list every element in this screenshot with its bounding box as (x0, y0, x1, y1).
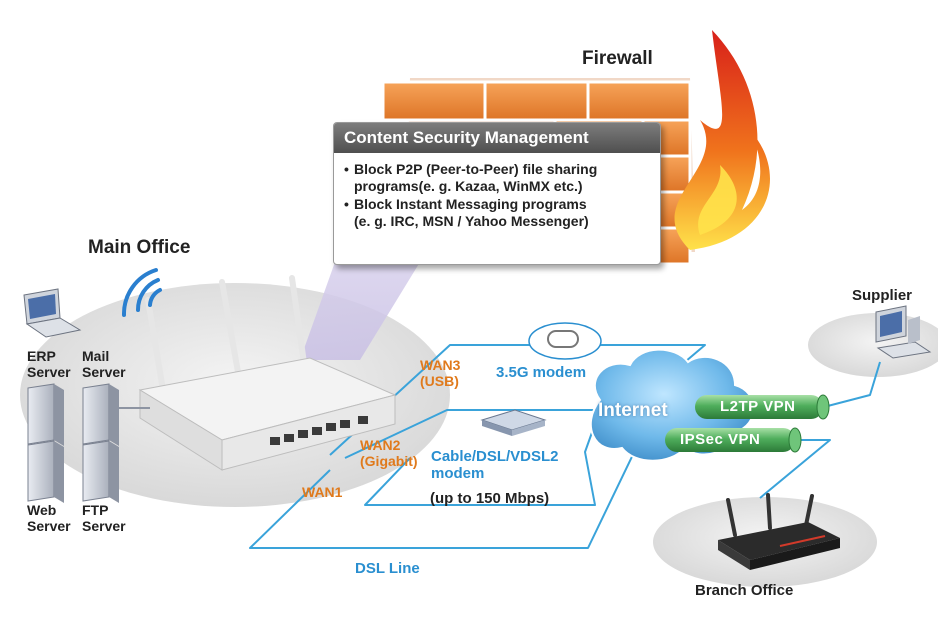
web-server-icon (27, 440, 64, 503)
ftp-server-icon (82, 440, 119, 503)
branch-router-icon (718, 493, 840, 570)
main-office-title: Main Office (88, 237, 191, 258)
wan2-line (344, 409, 601, 506)
l2tp-pipe (695, 394, 830, 420)
usb-modem-icon (528, 322, 602, 360)
l2tp-vpn-label: L2TP VPN (720, 398, 796, 415)
wan3-label: WAN3 (USB) (420, 357, 461, 389)
supplier-line (819, 361, 881, 409)
ftp-server-label: FTP Server (82, 502, 126, 534)
mail-server-label: Mail Server (82, 348, 126, 380)
content-security-box: Content Security Management •Block P2P (… (333, 122, 661, 265)
ipsec-pipe (665, 427, 802, 453)
mail-server-icon (82, 383, 119, 446)
content-security-list: •Block P2P (Peer-to-Peer) file sharing p… (334, 153, 660, 230)
branch-line (759, 439, 831, 499)
wan2-label: WAN2 (Gigabit) (360, 437, 418, 469)
g35-modem-label: 3.5G modem (496, 364, 587, 381)
web-server-label: Web Server (27, 502, 71, 534)
cable-modem-label: Cable/DSL/VDSL2 modem (431, 448, 559, 482)
wan1-line (249, 439, 641, 549)
branch-office-title: Branch Office (695, 582, 794, 599)
firewall-title: Firewall (582, 48, 653, 69)
wifi-icon (121, 268, 162, 317)
list-item: •Block Instant Messaging programs (e. g.… (344, 196, 589, 229)
supplier-pc-icon (875, 305, 932, 359)
content-security-title: Content Security Management (334, 123, 660, 153)
modem-speed-label: (up to 150 Mbps) (430, 490, 550, 507)
erp-server-label: ERP Server (27, 348, 71, 380)
main-router-icon (138, 275, 397, 471)
dsl-line-label: DSL Line (355, 560, 420, 577)
supplier-title: Supplier (852, 287, 913, 304)
fire-icon (674, 30, 770, 250)
laptop-icon (23, 288, 82, 338)
cable-modem-icon (480, 409, 547, 436)
internet-label: Internet (598, 400, 668, 421)
ipsec-vpn-label: IPSec VPN (680, 431, 761, 448)
erp-server-icon (27, 383, 64, 446)
server-icons (27, 383, 150, 503)
wan1-label: WAN1 (302, 484, 343, 500)
list-item: •Block P2P (Peer-to-Peer) file sharing p… (344, 161, 598, 194)
security-beam (300, 262, 420, 360)
